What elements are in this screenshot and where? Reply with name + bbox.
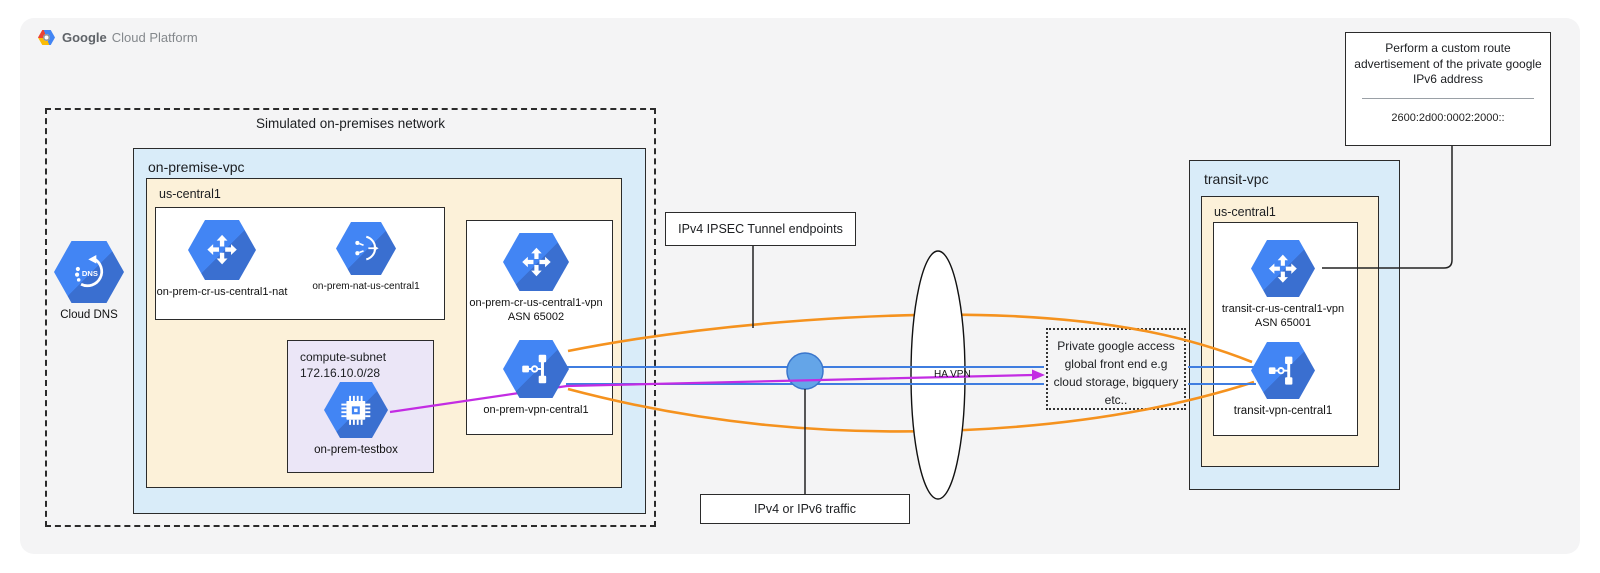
onprem-vpn-gateway-label: on-prem-vpn-central1 <box>483 404 589 416</box>
onprem-nat-label: on-prem-nat-us-central1 <box>312 281 420 292</box>
onprem-region-title: us-central1 <box>159 187 221 201</box>
callout-divider <box>1362 97 1534 99</box>
cloud-router-icon <box>1251 240 1315 297</box>
vpn-gateway-icon <box>503 340 569 398</box>
pga-line3: cloud storage, bigquery <box>1053 375 1179 389</box>
compute-subnet-title: compute-subnet <box>300 350 387 364</box>
pga-line4: etc.. <box>1104 393 1128 407</box>
callout-line2: advertisement of the private google <box>1354 56 1542 71</box>
ha-vpn-label: HA VPN <box>934 369 971 380</box>
onprem-vpc-title: on-premise-vpc <box>148 159 245 175</box>
ipsec-tunnel-label-box: IPv4 IPSEC Tunnel endpoints <box>665 212 856 246</box>
onprem-router-nat-label: on-prem-cr-us-central1-nat <box>156 286 288 298</box>
node-onprem-nat: on-prem-nat-us-central1 <box>276 222 456 294</box>
transit-router-asn: ASN 65001 <box>1254 317 1312 329</box>
brand-suffix-text: Cloud Platform <box>111 30 198 45</box>
cloud-dns-label: Cloud DNS <box>60 309 118 321</box>
cloud-dns-icon: DNS <box>54 241 124 303</box>
onprem-testbox-label: on-prem-testbox <box>314 444 398 456</box>
compute-engine-icon <box>324 382 388 438</box>
simulated-onprem-network-title: Simulated on-premises network <box>255 116 446 131</box>
node-cloud-dns: DNS Cloud DNS <box>0 241 179 322</box>
transit-vpn-gateway-label: transit-vpn-central1 <box>1233 405 1333 417</box>
custom-route-callout: Perform a custom route advertisement of … <box>1345 32 1551 146</box>
transit-region-title: us-central1 <box>1214 205 1276 219</box>
gcp-logo: Google Cloud Platform <box>38 30 198 45</box>
pga-line2: global front end e.g <box>1064 357 1168 371</box>
callout-line1: Perform a custom route <box>1385 41 1511 55</box>
callout-line3: IPv6 address <box>1412 72 1484 86</box>
node-onprem-testbox: on-prem-testbox <box>266 382 446 457</box>
node-onprem-router-nat: on-prem-cr-us-central1-nat <box>132 220 312 299</box>
private-google-access-box: Private google access global front end e… <box>1046 328 1186 410</box>
cloud-router-icon <box>503 233 569 291</box>
transit-router-label: transit-cr-us-central1-vpn <box>1221 303 1345 315</box>
node-onprem-vpn-gateway: on-prem-vpn-central1 <box>446 340 626 417</box>
brand-google-text: Google <box>62 30 107 45</box>
vpn-gateway-icon <box>1251 342 1315 399</box>
ipsec-tunnel-label: IPv4 IPSEC Tunnel endpoints <box>678 222 843 236</box>
callout-ipv6-address: 2600:2d00:0002:2000:: <box>1391 111 1505 124</box>
svg-text:DNS: DNS <box>82 269 98 278</box>
onprem-vpn-router-asn: ASN 65002 <box>507 311 565 323</box>
node-transit-router: transit-cr-us-central1-vpn ASN 65001 <box>1193 240 1373 330</box>
transit-vpc-title: transit-vpc <box>1204 171 1269 187</box>
traffic-label-box: IPv4 or IPv6 traffic <box>700 494 910 524</box>
gcp-logo-icon <box>38 30 55 45</box>
traffic-label: IPv4 or IPv6 traffic <box>754 502 856 516</box>
pga-line1: Private google access <box>1057 339 1175 353</box>
cloud-router-icon <box>188 220 256 280</box>
onprem-vpn-router-label: on-prem-cr-us-central1-vpn <box>469 297 603 309</box>
compute-subnet-cidr: 172.16.10.0/28 <box>300 366 381 380</box>
node-transit-vpn-gateway: transit-vpn-central1 <box>1193 342 1373 418</box>
node-onprem-vpn-router: on-prem-cr-us-central1-vpn ASN 65002 <box>446 233 626 324</box>
cloud-nat-icon <box>336 222 396 275</box>
